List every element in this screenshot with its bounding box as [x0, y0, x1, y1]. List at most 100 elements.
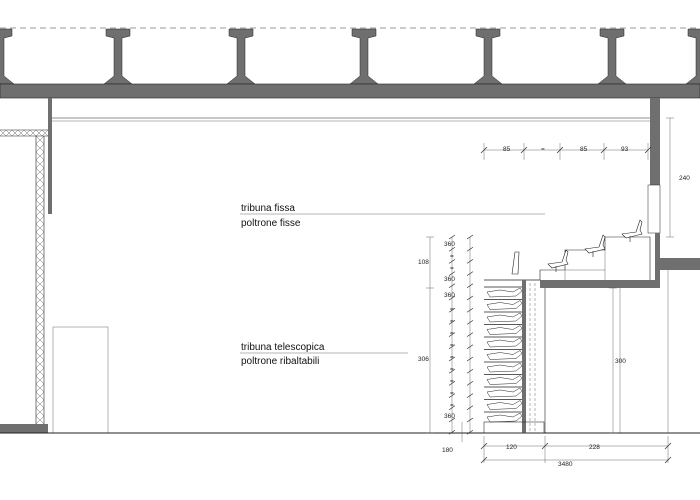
- truss-diagonal: [35, 143, 45, 153]
- row-dim-tick: [466, 246, 474, 252]
- truss-top-diagonal: [41, 129, 49, 137]
- dim-base-left: 180: [442, 447, 453, 454]
- row-dim-tick: [448, 368, 456, 374]
- truss-diagonal: [35, 239, 45, 249]
- truss-diagonal: [35, 159, 45, 169]
- label-telescopic-stand: tribuna telescopica: [241, 342, 325, 353]
- row-dim-tick: [466, 344, 474, 350]
- truss-diagonal: [35, 359, 45, 369]
- i-beam: [0, 28, 15, 85]
- truss-diagonal: [35, 383, 45, 393]
- dim-bottom-1: 120: [506, 444, 517, 451]
- truss-top-diagonal: [29, 129, 37, 137]
- dim-top-2: =: [541, 146, 545, 153]
- row-dim-tick: [448, 393, 456, 398]
- row-dim-tick: [448, 381, 456, 386]
- folded-seat: [486, 325, 523, 335]
- dim-lower-row-11: 360: [444, 413, 455, 420]
- i-beam: [226, 28, 256, 85]
- row-dim-tick: [466, 417, 474, 423]
- row-dim-tick: [466, 381, 474, 386]
- dim-lower-row-6: =: [450, 354, 454, 361]
- fixed-seat: [547, 249, 569, 272]
- truss-top-diagonal: [17, 129, 25, 137]
- truss-top-diagonal: [11, 129, 19, 137]
- truss-top-diagonal: [35, 129, 43, 137]
- dim-lower-row-10: =: [450, 402, 454, 409]
- dim-bottom-total: 3480: [558, 461, 573, 468]
- row-dim-tick: [448, 344, 456, 350]
- row-dim-tick: [466, 393, 474, 398]
- dim-upper-row-2: =: [450, 253, 454, 260]
- truss-diagonal: [35, 151, 45, 161]
- truss-diagonal: [35, 287, 45, 297]
- seat-shape: [584, 234, 606, 254]
- fixed-seats-group: [547, 219, 643, 272]
- row-dim-tick: [448, 356, 456, 362]
- dim-top-1: 85: [503, 146, 511, 153]
- dim-upper-row-4: 360: [444, 276, 455, 283]
- dim-lower-row-4: =: [450, 330, 454, 337]
- label-fixed-stand: tribuna fissa: [241, 203, 295, 214]
- row-dim-tick: [466, 295, 474, 301]
- row-dim-tick: [448, 405, 456, 411]
- row-dim-tick: [466, 307, 474, 313]
- seat-shape: [621, 219, 643, 239]
- row-dim-tick: [448, 271, 456, 276]
- folded-seat: [486, 350, 523, 360]
- truss-diagonal: [35, 295, 45, 305]
- right-slab: [660, 258, 700, 270]
- row-dim-tick: [466, 271, 474, 276]
- left-truss-top-lattice: [0, 129, 49, 137]
- truss-diagonal: [35, 375, 45, 385]
- dim-lower-row-2: =: [450, 306, 454, 313]
- dim-lower-row-9: =: [450, 390, 454, 397]
- left-truss-lattice: [35, 135, 45, 425]
- telescopic-stand-group: [484, 251, 540, 423]
- truss-diagonal: [35, 343, 45, 353]
- i-beam: [685, 28, 700, 85]
- row-dim-tick: [448, 246, 456, 252]
- row-dim-tick: [448, 332, 456, 337]
- truss-diagonal: [35, 271, 45, 281]
- row-dim-tick: [466, 405, 474, 411]
- dim-left-lower: 306: [418, 356, 429, 363]
- left-wall-column: [48, 98, 52, 214]
- folded-seat: [486, 337, 523, 348]
- dim-lower-row-1: 360: [444, 292, 455, 299]
- truss-diagonal: [35, 335, 45, 345]
- bottom-total-tick: [480, 456, 488, 464]
- label-fixed-seats: poltrone fisse: [241, 218, 301, 229]
- dim-right-upper: 240: [679, 175, 690, 182]
- roof-slab: [0, 83, 700, 99]
- truss-diagonal: [35, 135, 45, 145]
- dim-top-4: 93: [621, 146, 629, 153]
- truss-diagonal: [35, 191, 45, 201]
- top-dim-ticks: [480, 143, 652, 160]
- folded-seat: [486, 412, 523, 423]
- label-folding-seats: poltrone ribaltabili: [241, 356, 319, 367]
- seat-shape: [547, 249, 569, 269]
- bottom-total-tick: [664, 456, 672, 464]
- row-dim-tick: [448, 417, 456, 423]
- truss-diagonal: [35, 391, 45, 401]
- dim-bottom-2: 228: [589, 444, 600, 451]
- truss-diagonal: [35, 223, 45, 233]
- folded-seat: [486, 300, 523, 310]
- door-outline: [52, 326, 109, 434]
- truss-top-diagonal: [0, 129, 7, 137]
- folded-seat: [486, 287, 523, 298]
- right-wall-upper: [650, 98, 660, 233]
- dim-top-3: 85: [580, 146, 588, 153]
- truss-diagonal: [35, 255, 45, 265]
- truss-diagonal: [35, 303, 45, 313]
- right-wall-opening: [647, 184, 661, 234]
- row-dim-tick: [466, 234, 474, 240]
- truss-diagonal: [35, 367, 45, 377]
- truss-diagonal: [35, 215, 45, 225]
- fixed-stand-platform: [540, 280, 656, 288]
- row-dim-tick: [466, 332, 474, 337]
- row-dim-tick: [448, 295, 456, 301]
- telescopic-frame-post: [522, 280, 526, 433]
